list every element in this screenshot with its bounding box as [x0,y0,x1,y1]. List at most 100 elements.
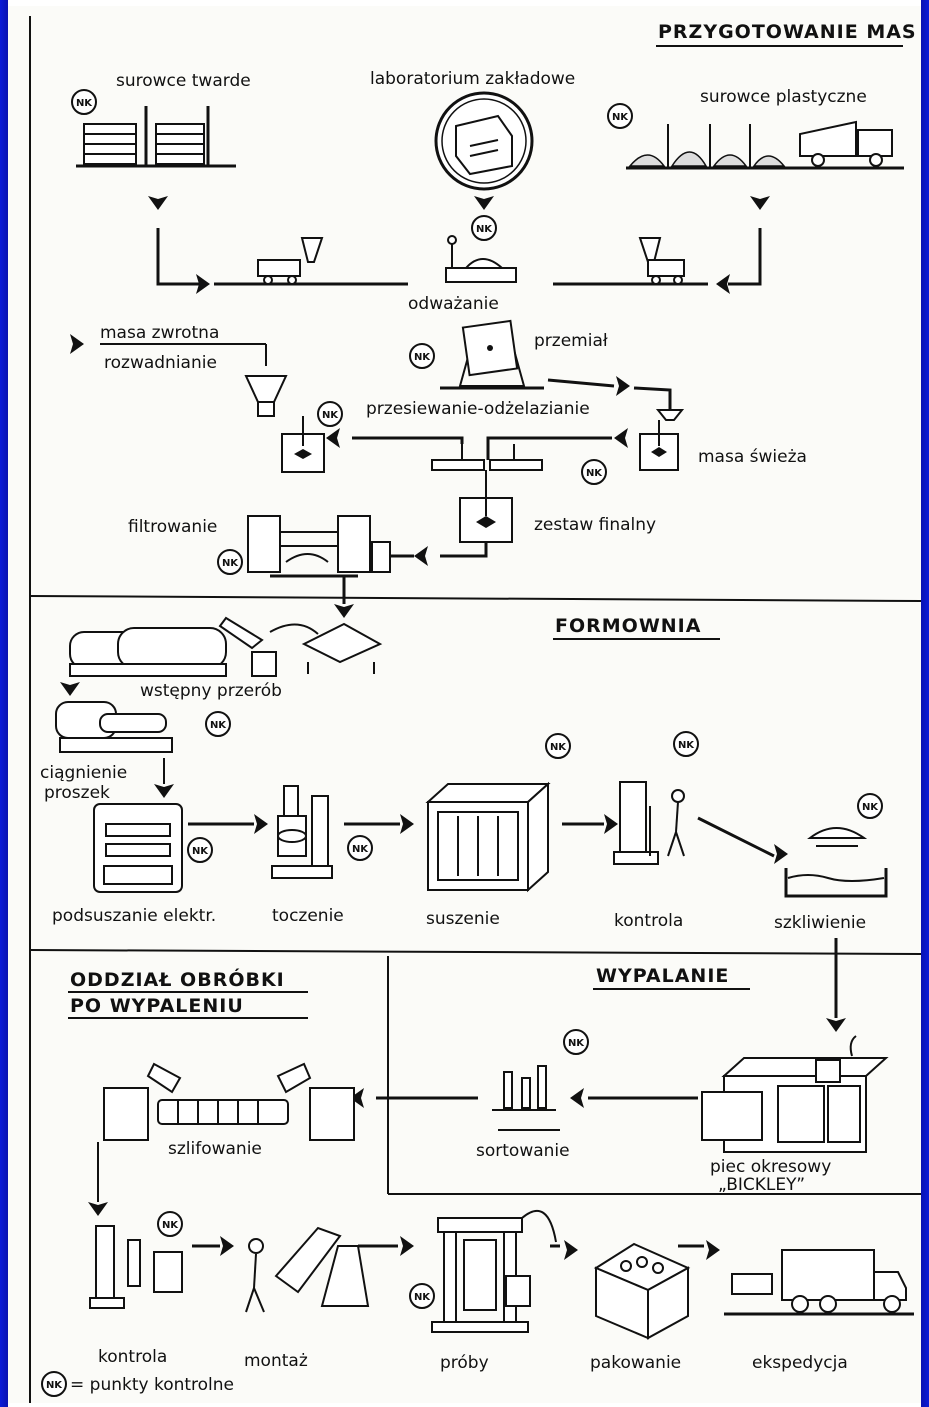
nk-marker-kontrola [674,732,698,756]
assembly-station-icon [246,1228,368,1312]
label-filtrowanie: filtrowanie [128,517,217,537]
arrow-right-to-kontrola [604,814,618,834]
header-przygotowanie-mas: PRZYGOTOWANIE MAS [658,21,917,43]
arrow-down-to-piec [826,1018,846,1032]
label-proby: próby [440,1353,489,1373]
arrow-down-surowce-plastyczne [750,196,770,210]
nk-marker-surowce-plastyczne [608,104,632,128]
label-surowce-plastyczne: surowce plastyczne [700,87,867,107]
legend-nk-symbol [42,1372,66,1396]
label-rozwadnianie: rozwadnianie [104,353,217,373]
arrow-down-lab [474,196,494,210]
arrow-down-wstepny [60,682,80,696]
label-kontrola-formownia: kontrola [614,911,683,931]
label-zestaw-finalny: zestaw finalny [534,515,656,535]
nk-marker-kontrola-final [158,1212,182,1236]
label-szkliwienie: szkliwienie [774,913,866,933]
laboratory-icon [436,93,532,189]
arrow-right-to-proby [400,1236,414,1256]
delivery-truck-icon [724,1250,914,1314]
electric-predryer-icon [94,804,182,892]
bickley-kiln-icon [702,1036,886,1152]
label-surowce-twarde: surowce twarde [116,71,251,91]
header-wypalanie: WYPALANIE [596,965,729,987]
label-masa-swieza: masa świeża [698,447,807,467]
sorted-insulators-icon [492,1066,560,1130]
nk-marker-surowce-twarde [72,90,96,114]
label-sortowanie: sortowanie [476,1141,570,1161]
arrow-left-to-tank [326,428,340,448]
legend-text: = punkty kontrolne [70,1375,234,1395]
arrow-left-to-mixer [716,274,730,294]
lathe-icon [272,786,332,878]
label-wstepny-przerob: wstępny przerób [140,681,282,701]
testing-press-icon [432,1211,556,1332]
label-proszek: proszek [44,783,110,803]
diagram-paper: NK PRZYGOTOWANIE MAS FORMOWNIA ODDZIAŁ O… [8,6,921,1403]
pug-mill-press-icon [70,618,318,676]
arrow-left-masa-swieza [614,428,628,448]
nk-marker-rozwadnianie [318,402,342,426]
ball-mill-icon [440,321,544,388]
divider-formownia [30,596,921,601]
arrow-right-to-ekspedycja [706,1240,720,1260]
nk-marker-filtrowanie [218,550,242,574]
hard-raw-materials-bins-icon [76,106,236,166]
blunger-funnel-icon [246,344,286,416]
final-mix-tank-icon [460,490,512,542]
label-szlifowanie: szlifowanie [168,1139,262,1159]
arrow-right-to-szkliwienie [774,844,788,864]
glazing-tank-icon [786,828,886,896]
arrow-down-to-kontrola-final [88,1202,108,1216]
extruder-icon [56,702,172,752]
header-po-wypaleniu: PO WYPALENIU [70,995,244,1017]
label-podsuszanie: podsuszanie elektr. [52,906,216,926]
arrow-right-to-toczenie [254,814,268,834]
divider-wypalanie [30,950,921,954]
arrow-left-to-sortowanie [570,1088,584,1108]
nk-marker-wstepny-przerob [206,712,230,736]
label-piec-okresowy: piec okresowy [710,1157,831,1177]
legend: = punkty kontrolne [42,1372,234,1396]
arrow-right-to-suszenie [400,814,414,834]
fresh-mass-tank-icon [640,410,682,470]
arrow-down-filter-to-formownia [334,604,354,618]
label-ekspedycja: ekspedycja [752,1353,848,1373]
header-oddzial-obrobki: ODDZIAŁ OBRÓBKI [70,967,285,991]
label-ciagnienie: ciągnienie [40,763,127,783]
arrow-down-surowce-twarde [148,196,168,210]
label-masa-zwrotna: masa zwrotna [100,323,219,343]
nk-marker-suszenie [546,734,570,758]
arrow-right-przemial [616,376,630,396]
nk-marker-przesiewanie [582,460,606,484]
filter-press-icon [248,516,390,576]
arrow-right-to-pakowanie [564,1240,578,1260]
nk-marker-proby [410,1284,434,1308]
label-przesiewanie: przesiewanie-odżelazianie [366,399,590,419]
nk-marker-podsuszanie [188,838,212,862]
drying-chamber-icon [428,784,548,890]
label-odwazanie: odważanie [408,294,499,314]
nk-marker-przemial [410,344,434,368]
plastic-feeder-machine-icon [640,238,684,284]
label-suszenie: suszenie [426,909,500,929]
crusher-machine-icon [258,238,322,284]
arrow-right-to-montaz [220,1236,234,1256]
label-przemial: przemiał [534,331,608,351]
final-inspection-icon [90,1226,182,1308]
nk-marker-szkliwienie [858,794,882,818]
mixing-tank-left-icon [282,416,324,472]
packing-crate-icon [596,1244,688,1338]
label-toczenie: toczenie [272,906,344,926]
arrow-left-to-filter [414,546,428,566]
label-pakowanie: pakowanie [590,1353,681,1373]
grinding-machine-icon [104,1064,354,1140]
label-bickley: „BICKLEY” [718,1175,805,1195]
weighing-scale-icon [446,236,516,282]
plastic-raw-materials-truck-icon [626,122,904,168]
header-formownia: FORMOWNIA [555,615,701,637]
process-flow-diagram: NK PRZYGOTOWANIE MAS FORMOWNIA ODDZIAŁ O… [8,6,921,1403]
nk-marker-sortowanie [564,1030,588,1054]
arrow-down-to-dryer [154,784,174,798]
nk-marker-toczenie [348,836,372,860]
